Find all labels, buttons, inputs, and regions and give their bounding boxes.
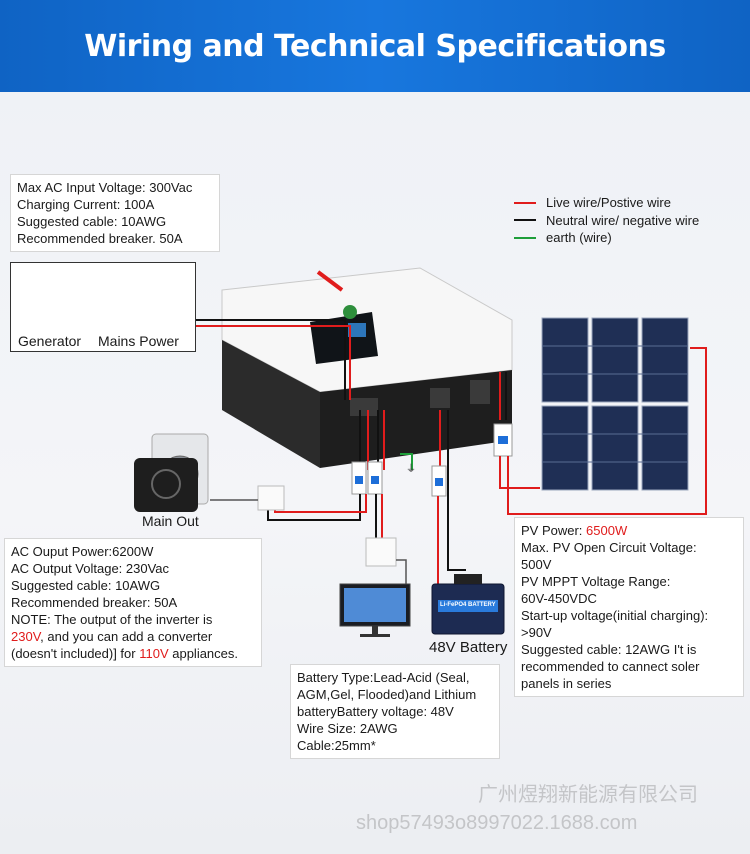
- ac-output-note: (doesn't included)] for 110V appliances.: [11, 645, 255, 662]
- pv-specs: PV Power: 6500W Max. PV Open Circuit Vol…: [514, 517, 744, 697]
- battery-brand: Li-FePO4 BATTERY: [440, 602, 496, 608]
- ac-output-line: AC Ouput Power:6200W: [11, 544, 154, 559]
- battery-label: 48V Battery: [429, 639, 508, 656]
- pv-power-label: PV Power:: [521, 523, 587, 538]
- watermark-company: 广州煜翔新能源有限公司: [478, 784, 698, 806]
- pv-line: 500V: [521, 557, 552, 572]
- ac-input-line: Suggested cable: 10AWG: [17, 214, 167, 229]
- note-text: (doesn't included)] for: [11, 646, 140, 661]
- pv-line: 60V-450VDC: [521, 591, 597, 606]
- legend-swatch: [514, 236, 536, 239]
- legend-item-live: Live wire/Postive wire: [514, 194, 699, 212]
- voltage-110: 110V: [139, 646, 169, 661]
- ac-output-line: AC Output Voltage: 230Vac: [11, 561, 170, 576]
- note-text: , and you can add a converter: [40, 629, 213, 644]
- legend-item-earth: earth (wire): [514, 229, 699, 247]
- battery-line: Cable:25mm*: [297, 738, 376, 753]
- page-title: Wiring and Technical Specifications: [84, 28, 666, 64]
- pv-line: Suggested cable: 12AWG I't is: [521, 642, 697, 657]
- battery-line: AGM,Gel, Flooded)and Lithium: [297, 687, 477, 702]
- ac-output-note: 230V, and you can add a converter: [11, 628, 255, 645]
- legend-label: earth (wire): [546, 230, 612, 245]
- legend-swatch: [514, 201, 536, 204]
- legend-swatch: [514, 219, 536, 222]
- pv-line: panels in series: [521, 676, 612, 691]
- voltage-230: 230V: [11, 629, 41, 644]
- legend-label: Neutral wire/ negative wire: [546, 212, 700, 228]
- ac-input-line: Charging Current: 100A: [17, 197, 155, 212]
- ac-output-line: Suggested cable: 10AWG: [11, 578, 161, 593]
- pv-line: >90V: [521, 625, 552, 640]
- battery-line: Wire Size: 2AWG: [297, 721, 398, 736]
- generator-label: Generator: [18, 333, 82, 349]
- battery-unit: [431, 574, 505, 635]
- ac-input-line: Max AC Input Voltage: 300Vac: [17, 180, 193, 195]
- battery-line: Battery Type:Lead-Acid (Seal,: [297, 670, 470, 685]
- battery-specs: Battery Type:Lead-Acid (Seal, AGM,Gel, F…: [290, 664, 500, 759]
- pv-line: Start-up voltage(initial charging):: [521, 608, 709, 623]
- pv-line: PV MPPT Voltage Range:: [521, 574, 671, 589]
- pv-line: Max. PV Open Circuit Voltage:: [521, 540, 697, 555]
- pv-power-value: 6500W: [586, 523, 628, 538]
- ac-breakers: [351, 461, 383, 495]
- inverter: [221, 267, 513, 468]
- ac-input-specs: Max AC Input Voltage: 300Vac Charging Cu…: [10, 174, 220, 252]
- ac-output-specs: AC Ouput Power:6200W AC Output Voltage: …: [4, 538, 262, 667]
- ac-output-line: Recommended breaker: 50A: [11, 595, 178, 610]
- watermark-shop: shop57493o8997022.1688.com: [356, 812, 638, 834]
- main-out-label: Main Out: [142, 513, 199, 529]
- legend-label: Live wire/Postive wire: [546, 195, 671, 210]
- svg-text:⏚: ⏚: [406, 463, 416, 475]
- legend-item-neutral: Neutral wire/ negative wire: [514, 212, 699, 230]
- pv-power-line: PV Power: 6500W: [521, 522, 737, 539]
- note-text: appliances.: [168, 646, 239, 661]
- appliances: [134, 433, 209, 512]
- mains-power-label: Mains Power: [98, 333, 179, 349]
- header-banner: Wiring and Technical Specifications: [0, 0, 750, 92]
- power-sources-box: [10, 262, 196, 352]
- battery-line: batteryBattery voltage: 48V: [297, 704, 454, 719]
- monitor: [339, 583, 411, 637]
- ac-output-line: NOTE: The output of the inverter is: [11, 612, 213, 627]
- ac-input-line: Recommended breaker. 50A: [17, 231, 183, 246]
- wire-legend: Live wire/Postive wire Neutral wire/ neg…: [514, 194, 699, 247]
- pv-line: recommended to cannect soler: [521, 659, 700, 674]
- solar-panels: [541, 317, 689, 491]
